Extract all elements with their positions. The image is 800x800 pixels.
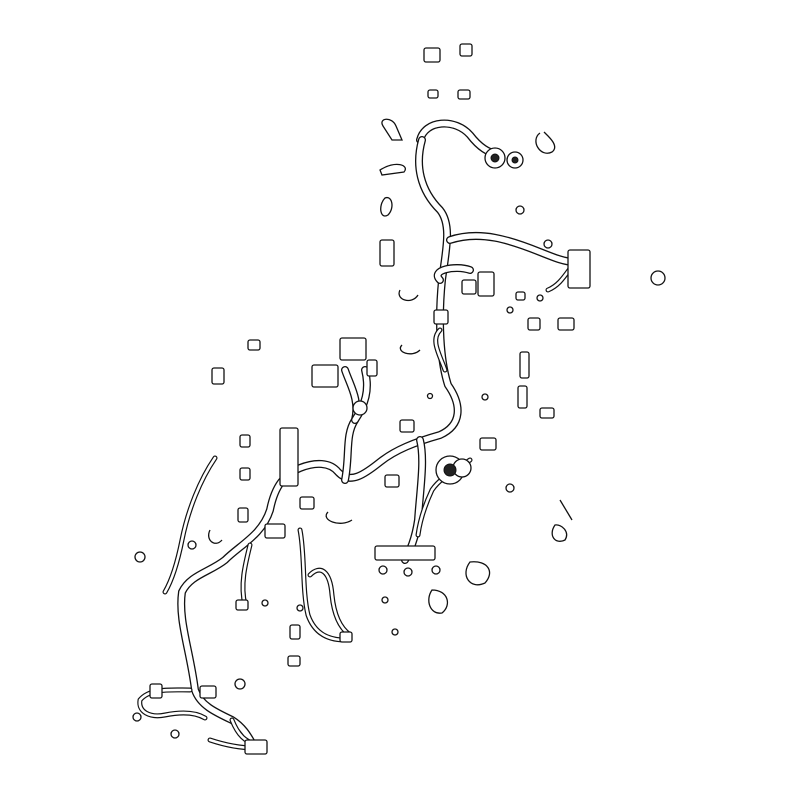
harness-tube [447,233,578,265]
connector [235,599,249,611]
connector [384,474,400,488]
clip [391,628,399,636]
harness-tube [352,367,370,423]
cable-tie [380,196,393,217]
clip [506,306,514,314]
clip [536,294,544,302]
cable-tie [465,561,491,586]
clip [234,678,246,690]
connectors-and-clips [132,43,666,755]
cable-tie [398,289,419,302]
clip [515,205,525,215]
connector [423,47,441,63]
clip [261,599,269,607]
clip [237,507,249,523]
connector-block [567,249,591,289]
relay [339,337,367,361]
connector [477,271,495,297]
clip [187,540,197,550]
relay [379,239,395,267]
terminal [515,291,526,301]
clip [427,89,439,99]
bracket [519,351,530,379]
connector [557,317,575,331]
wire [163,456,217,594]
connector [527,317,541,331]
clip [239,467,251,481]
cable-tie [325,511,353,524]
cable-tie [428,589,449,614]
clip [481,393,489,401]
harness-tube [402,437,425,563]
wire [434,328,447,372]
connector [247,339,261,351]
harness-branch-wires [137,259,578,751]
grommet [352,400,368,416]
cable-tie [381,118,403,141]
wire [298,528,347,642]
connector [399,419,415,433]
connector [339,631,353,643]
clip [543,239,553,249]
clip [403,567,413,577]
clip [287,655,301,667]
clip [457,89,471,100]
connector [539,407,555,419]
relay [311,364,339,388]
wire [308,569,352,637]
harness-tube [417,120,501,158]
connector [264,523,286,539]
cable-tie [535,131,556,154]
clip [505,483,515,493]
sensor [650,270,666,286]
cable-tie [208,529,223,544]
bracket [289,624,301,640]
cable-tie [551,524,568,542]
connector-socket [443,463,457,477]
clip [132,712,142,722]
clip [296,604,304,612]
connector [149,683,163,699]
clip [426,392,434,400]
cable-tie [559,499,573,521]
clip [134,551,146,563]
clip [431,565,441,575]
harness-tube [435,265,473,283]
connector [244,739,268,755]
connector [199,685,217,699]
connector-socket [490,153,500,163]
bracket [517,385,528,409]
fuel-rail-bracket [374,545,436,561]
connector [433,309,449,325]
fuse-block [279,427,299,487]
connector [461,279,477,295]
cable-tie [379,163,406,176]
clip [378,565,388,575]
connector [299,496,315,510]
harness-tube [178,137,461,751]
connector [459,43,473,57]
bracket [211,367,225,385]
clip [381,596,389,604]
connector [366,359,378,377]
connector [479,437,497,451]
connector-socket [511,156,519,164]
cable-tie [399,344,421,355]
clip [170,729,180,739]
clip [239,434,251,448]
